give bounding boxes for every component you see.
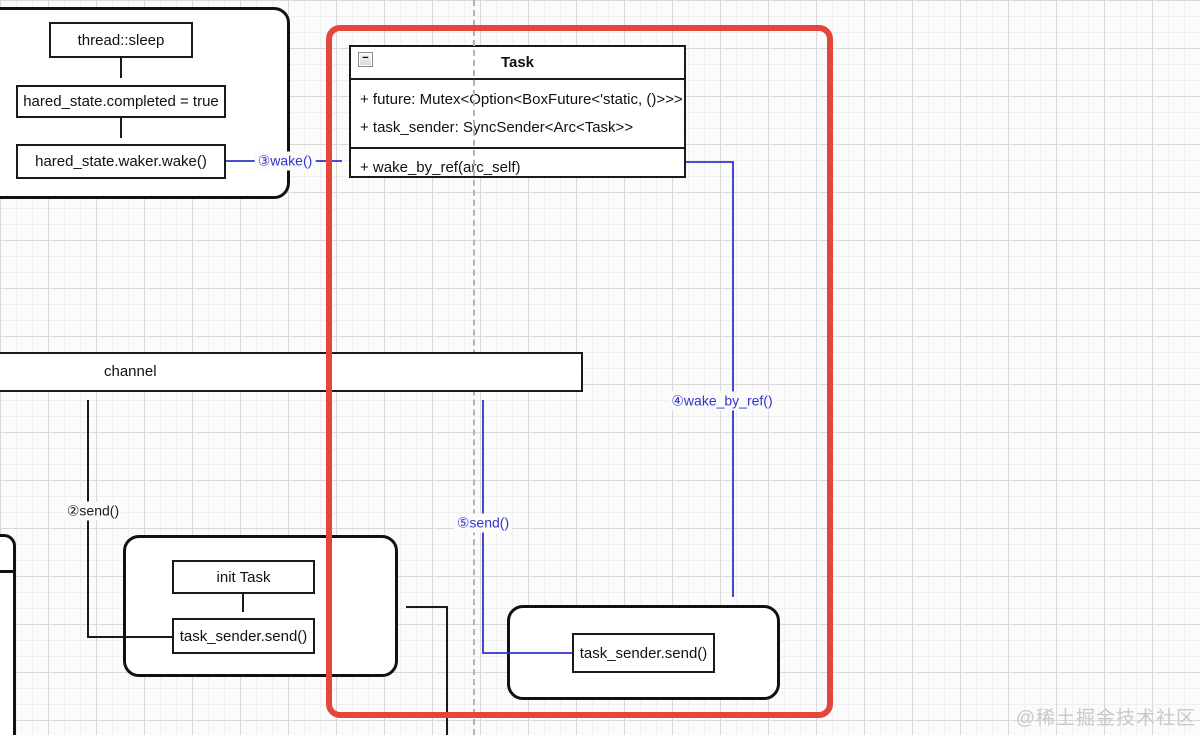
edge-label-send5[interactable]: ⑤send() (453, 513, 513, 533)
left-clipped-container-divider (0, 570, 15, 573)
shared-state-wake-label: hared_state.waker.wake() (35, 153, 207, 170)
task-class-title: Task (500, 54, 535, 71)
executor-send-node[interactable]: task_sender.send() (572, 633, 715, 673)
task-field-future: + future: Mutex<Option<BoxFuture<'static… (360, 91, 683, 108)
edge-wake4-to-executor[interactable] (686, 161, 734, 597)
task-class-fields: + future: Mutex<Option<BoxFuture<'static… (351, 80, 684, 149)
channel-label: channel (104, 363, 157, 380)
edge-send2-to-channel[interactable] (87, 400, 172, 638)
edge-label-send2[interactable]: ②send() (63, 501, 123, 521)
channel-node[interactable]: channel (0, 352, 583, 392)
spawner-send-node[interactable]: task_sender.send() (172, 618, 315, 654)
init-task-label: init Task (216, 568, 271, 586)
task-field-task-sender: + task_sender: SyncSender<Arc<Task>> (360, 119, 634, 136)
edge-bottom-to-spawner[interactable] (406, 606, 448, 735)
left-clipped-container[interactable] (0, 534, 16, 735)
watermark-text: @稀土掘金技术社区 (1015, 708, 1196, 729)
shared-state-wake-node[interactable]: hared_state.waker.wake() (16, 144, 226, 179)
collapse-icon[interactable]: − (358, 52, 373, 67)
edge-send5-to-channel[interactable] (482, 400, 572, 654)
thread-sleep-node[interactable]: thread::sleep (49, 22, 193, 58)
shared-state-completed-label: hared_state.completed = true (23, 93, 219, 110)
thread-sleep-label: thread::sleep (77, 31, 165, 49)
task-class-header: − Task (351, 47, 684, 80)
edge-label-wake4[interactable]: ④wake_by_ref() (668, 391, 776, 411)
spawner-send-label: task_sender.send() (179, 627, 308, 645)
task-class-node[interactable]: − Task + future: Mutex<Option<BoxFuture<… (349, 45, 686, 178)
edge-label-wake3[interactable]: ③wake() (254, 151, 316, 171)
shared-state-completed-node[interactable]: hared_state.completed = true (16, 85, 226, 118)
init-task-node[interactable]: init Task (172, 560, 315, 594)
task-class-methods: + wake_by_ref(arc_self) (351, 149, 684, 187)
executor-send-label: task_sender.send() (579, 644, 708, 662)
task-method-wake-by-ref: + wake_by_ref(arc_self) (360, 159, 521, 176)
